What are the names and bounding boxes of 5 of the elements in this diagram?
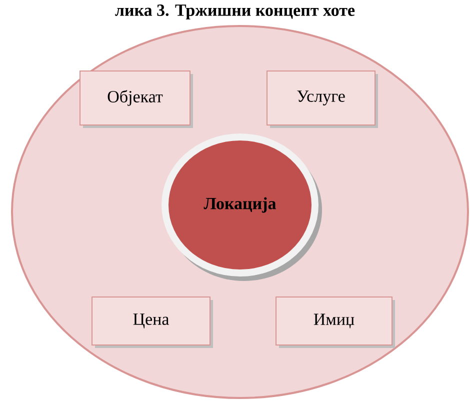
concept-box: Објекат bbox=[80, 70, 193, 128]
concept-box: Цена bbox=[92, 296, 213, 348]
concept-box: Имиџ bbox=[276, 296, 395, 348]
concept-box: Услуге bbox=[266, 70, 378, 128]
heading: лика 3. Тржишни концепт хоте bbox=[115, 4, 355, 20]
